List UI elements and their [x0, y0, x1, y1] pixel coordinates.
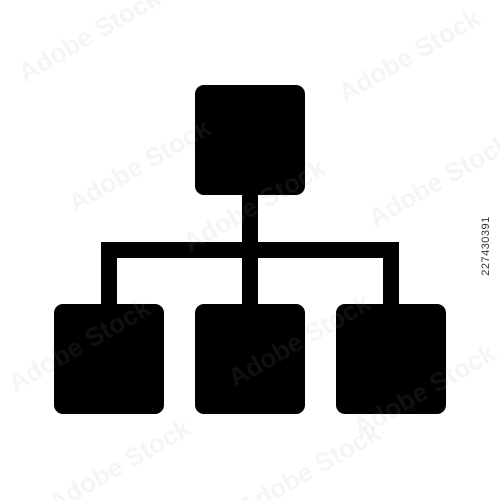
node-center-square	[195, 304, 305, 414]
connector-center-drop	[242, 242, 258, 306]
stock-image-id: 227430391	[480, 216, 492, 276]
node-left-square	[54, 304, 164, 414]
connector-lines	[101, 192, 399, 306]
node-right-square	[336, 304, 446, 414]
connector-vertical-top	[242, 192, 258, 252]
connector-right-drop	[383, 242, 399, 306]
connector-left-drop	[101, 242, 117, 306]
node-top-square	[195, 85, 305, 195]
